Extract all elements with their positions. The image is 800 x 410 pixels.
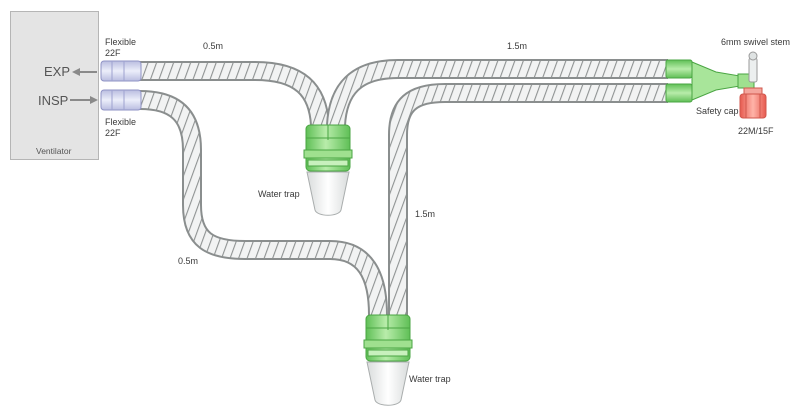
exp-label: EXP [44,64,71,79]
exp-flexible-connector [100,60,142,82]
insp-flexible-connector [100,89,142,111]
insp-label: INSP [38,93,69,108]
patient-port-label: 22M/15F [738,126,774,136]
upper-water-trap-label: Water trap [258,189,300,199]
insp-arrow [70,96,98,104]
insp-connector-label-line1: Flexible [105,117,137,127]
insp-short-tube [139,90,388,316]
exp-short-length-label: 0.5m [203,41,224,51]
exp-arrow [72,68,97,76]
insp-long-tube [388,83,668,315]
insp-short-length-label: 0.5m [178,256,199,266]
swivel-stem-label: 6mm swivel stem [721,37,791,47]
lower-water-trap-label: Water trap [409,374,451,384]
exp-short-tube [140,61,330,126]
exp-long-tube [326,59,668,126]
exp-long-length-label: 1.5m [507,41,528,51]
ventilator-box [10,11,99,160]
insp-connector-label-line2: 22F [105,128,121,138]
safety-cap-label: Safety cap [696,106,739,116]
insp-long-length-label: 1.5m [415,209,436,219]
swivel-stem [748,51,758,83]
lower-water-trap [363,314,413,406]
patient-port-cap [739,87,767,119]
exp-connector-label-line1: Flexible [105,37,137,47]
upper-water-trap [303,124,353,216]
exp-connector-label-line2: 22F [105,48,121,58]
ventilator-label: Ventilator [36,146,72,156]
